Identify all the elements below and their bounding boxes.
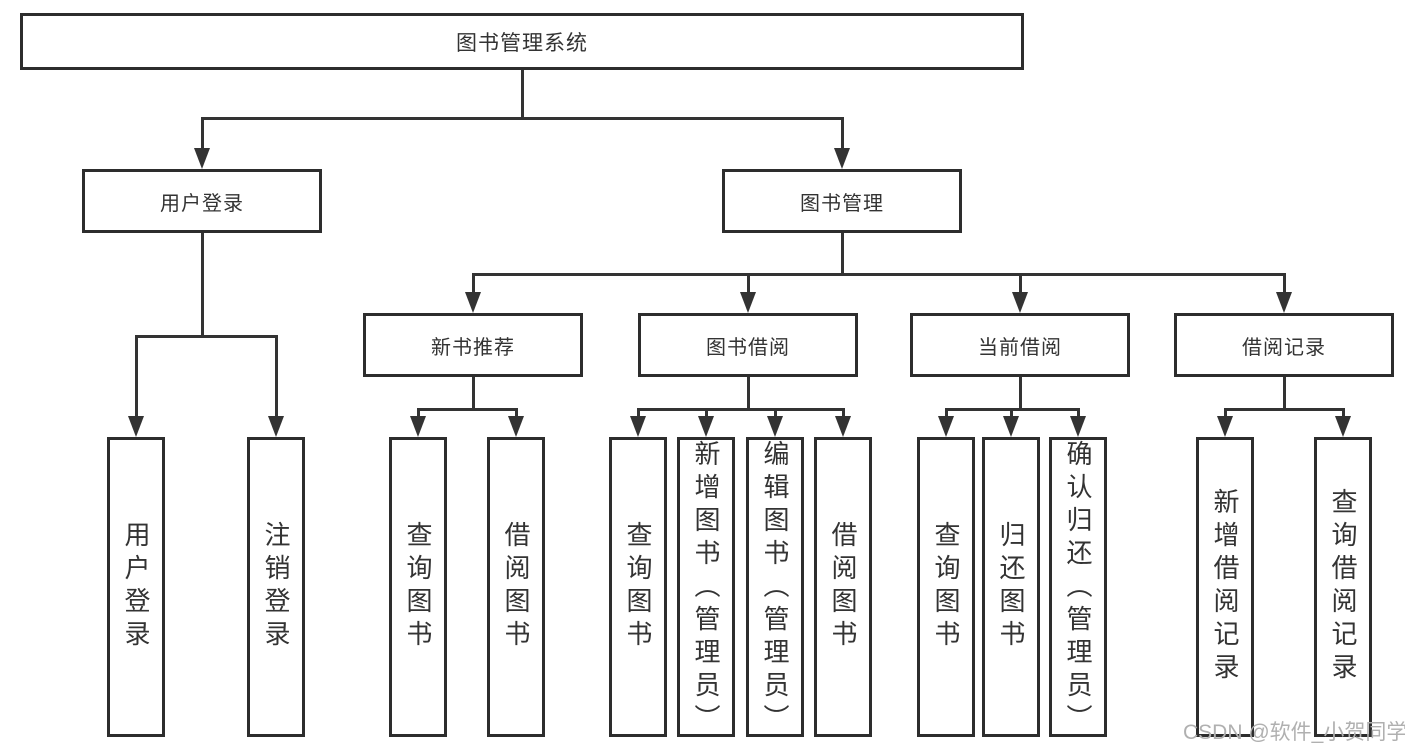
stem-new-book-recommend [471,377,475,411]
arrow-to-borrow-books-2 [841,408,845,416]
hline-level2 [200,117,844,120]
node-new-book-recommend: 新书推荐 [363,313,583,377]
leaf-borrow-books-2: 借阅图书 [814,437,872,737]
arrow-to-leaf-logout [274,335,278,416]
node-user-login: 用户登录 [82,169,322,233]
leaf-query-books-3: 查询图书 [917,437,975,737]
arrow-to-query-books-2 [636,408,640,416]
hline-user-login-group [134,335,278,338]
arrow-to-book-management [840,117,844,148]
leaf-borrow-books-1: 借阅图书 [487,437,545,737]
node-book-management: 图书管理 [722,169,962,233]
leaf-add-borrow-record: 新增借阅记录 [1196,437,1254,737]
arrow-to-current-borrow [1018,273,1022,292]
leaf-logout: 注销登录 [247,437,305,737]
arrow-to-query-borrow-record [1341,408,1345,416]
leaf-confirm-return-admin: 确认归还（管理员） [1049,437,1107,737]
leaf-query-borrow-record: 查询借阅记录 [1314,437,1372,737]
hline-book-borrow-group [636,408,845,411]
csdn-watermark: CSDN @软件_小贺同学 [1183,721,1405,744]
node-book-borrow: 图书借阅 [638,313,858,377]
arrow-to-query-books-1 [416,408,420,416]
arrow-to-add-book [704,408,708,416]
stem-book-management [840,233,844,276]
leaf-query-books-1: 查询图书 [389,437,447,737]
arrow-to-user-login [200,117,204,148]
arrow-to-new-book-recommend [471,273,475,292]
leaf-add-book-admin: 新增图书（管理员） [677,437,735,737]
node-borrow-records: 借阅记录 [1174,313,1394,377]
hline-level3 [471,273,1286,276]
hline-new-book-recommend-group [416,408,518,411]
stem-book-borrow [746,377,750,411]
arrow-to-query-books-3 [944,408,948,416]
arrow-to-return-book [1009,408,1013,416]
arrow-to-borrow-books-1 [514,408,518,416]
leaf-edit-book-admin: 编辑图书（管理员） [746,437,804,737]
arrow-to-book-borrow [746,273,750,292]
arrow-to-leaf-user-login [134,335,138,416]
node-current-borrow: 当前借阅 [910,313,1130,377]
node-root-system: 图书管理系统 [20,13,1024,70]
stem-borrow-records [1282,377,1286,411]
arrow-to-confirm-return [1076,408,1080,416]
stem-root [520,70,524,119]
stem-user-login [200,233,204,338]
leaf-user-login: 用户登录 [107,437,165,737]
stem-current-borrow [1018,377,1022,411]
arrow-to-borrow-records [1282,273,1286,292]
arrow-to-add-borrow-record [1223,408,1227,416]
leaf-return-book: 归还图书 [982,437,1040,737]
hline-borrow-records-group [1223,408,1345,411]
arrow-to-edit-book [773,408,777,416]
leaf-query-books-2: 查询图书 [609,437,667,737]
